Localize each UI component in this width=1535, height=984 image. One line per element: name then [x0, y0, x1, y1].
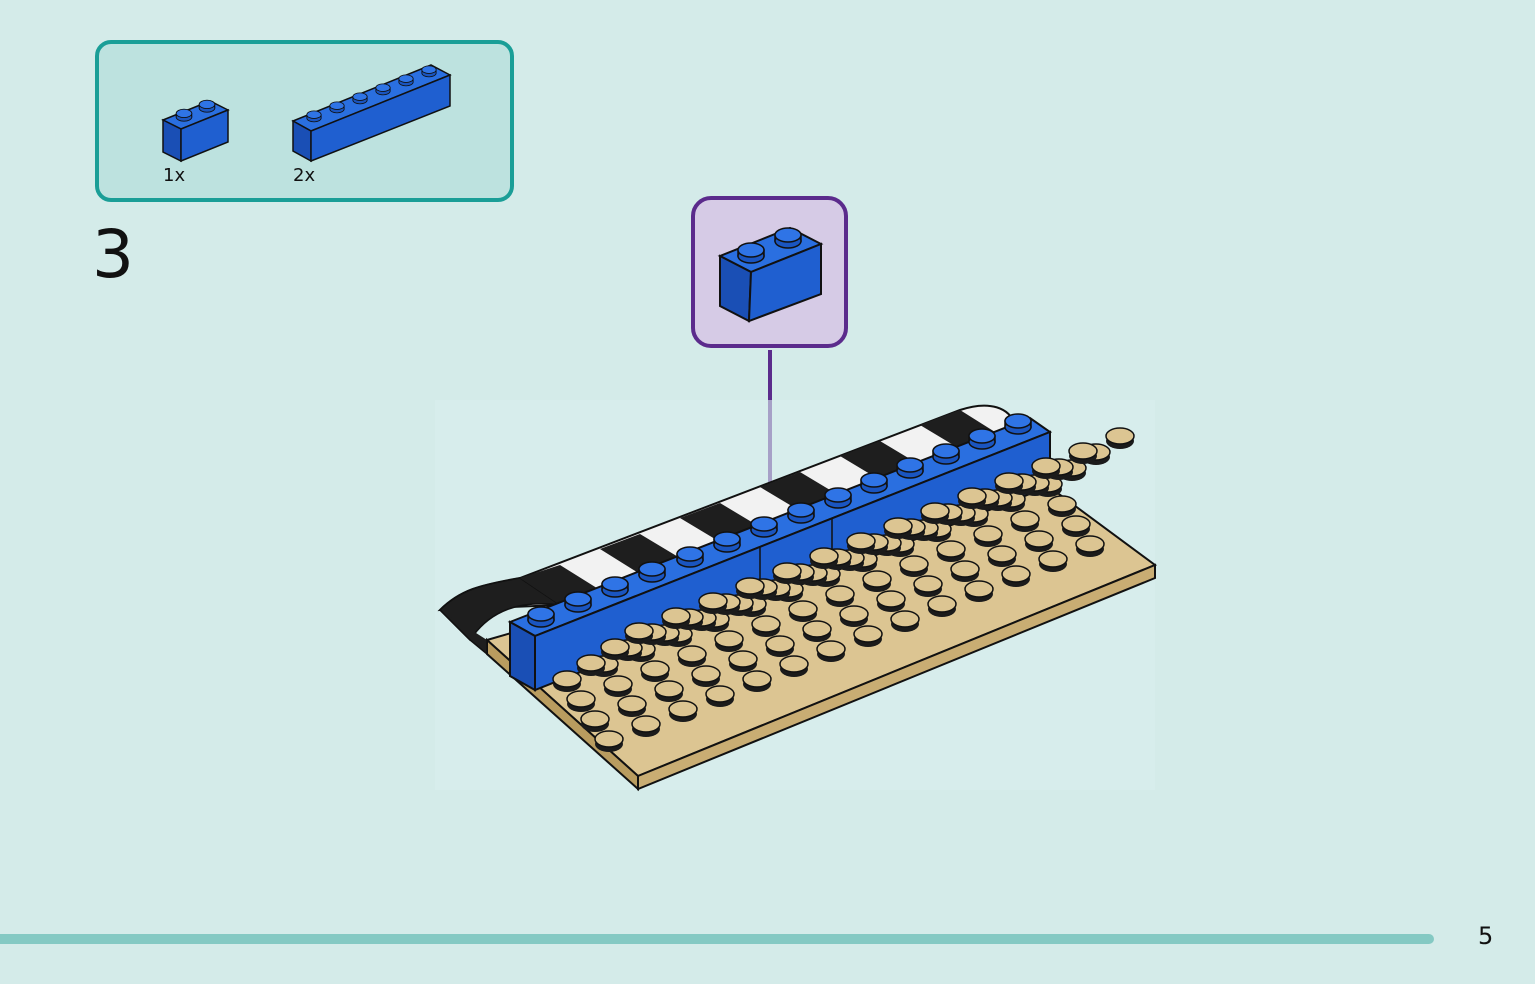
- plate-stud: [566, 690, 596, 713]
- plate-stud: [1001, 565, 1031, 588]
- plate-stud: [1038, 550, 1068, 573]
- plate-stud: [802, 620, 832, 643]
- plate-stud: [698, 592, 728, 615]
- plate-stud: [779, 655, 809, 678]
- plate-stud: [552, 670, 582, 693]
- model-assembly: [435, 400, 1158, 792]
- plate-stud: [890, 610, 920, 633]
- plate-stud: [580, 710, 610, 733]
- page-number: 5: [1478, 922, 1494, 950]
- plate-stud: [987, 545, 1017, 568]
- plate-stud: [862, 570, 892, 593]
- part-quantity-1: 1x: [163, 165, 186, 186]
- step-number: 3: [92, 216, 134, 293]
- plate-stud: [728, 650, 758, 673]
- plate-stud: [668, 700, 698, 723]
- plate-stud: [677, 645, 707, 668]
- plate-stud: [957, 487, 987, 510]
- callout-brick-icon: [717, 226, 824, 323]
- plate-stud: [1105, 427, 1135, 450]
- plate-stud: [576, 654, 606, 677]
- plate-stud: [600, 638, 630, 661]
- plate-stud: [654, 680, 684, 703]
- plate-stud: [624, 622, 654, 645]
- plate-stud: [631, 715, 661, 738]
- plate-stud: [825, 585, 855, 608]
- plate-stud: [883, 517, 913, 540]
- part-brick-1x6-icon: [291, 64, 452, 163]
- part-quantity-2: 2x: [293, 165, 316, 186]
- plate-stud: [964, 580, 994, 603]
- plate-stud: [809, 547, 839, 570]
- plate-stud: [594, 730, 624, 753]
- plate-stud: [936, 540, 966, 563]
- plate-stud: [751, 615, 781, 638]
- plate-stud: [617, 695, 647, 718]
- plate-stud: [1068, 442, 1098, 465]
- plate-stud: [603, 675, 633, 698]
- plate-stud: [1024, 530, 1054, 553]
- plate-stud: [876, 590, 906, 613]
- plate-stud: [913, 575, 943, 598]
- plate-stud: [735, 577, 765, 600]
- plate-stud: [927, 595, 957, 618]
- plate-stud: [950, 560, 980, 583]
- footer-progress-bar: [0, 934, 1434, 944]
- plate-stud: [1031, 457, 1061, 480]
- plate-stud: [1075, 535, 1105, 558]
- plate-stud: [846, 532, 876, 555]
- plate-stud: [640, 660, 670, 683]
- plate-stud: [691, 665, 721, 688]
- plate-stud: [920, 502, 950, 525]
- plate-stud: [853, 625, 883, 648]
- plate-stud: [742, 670, 772, 693]
- plate-stud: [661, 607, 691, 630]
- plate-stud: [816, 640, 846, 663]
- plate-stud: [788, 600, 818, 623]
- part-brick-1x2-icon: [161, 99, 230, 163]
- plate-stud: [765, 635, 795, 658]
- plate-stud: [714, 630, 744, 653]
- plate-stud: [772, 562, 802, 585]
- plate-stud: [839, 605, 869, 628]
- plate-stud: [973, 525, 1003, 548]
- plate-stud: [1061, 515, 1091, 538]
- plate-stud: [705, 685, 735, 708]
- plate-stud: [899, 555, 929, 578]
- plate-stud: [1047, 495, 1077, 518]
- plate-stud: [994, 472, 1024, 495]
- plate-stud: [1010, 510, 1040, 533]
